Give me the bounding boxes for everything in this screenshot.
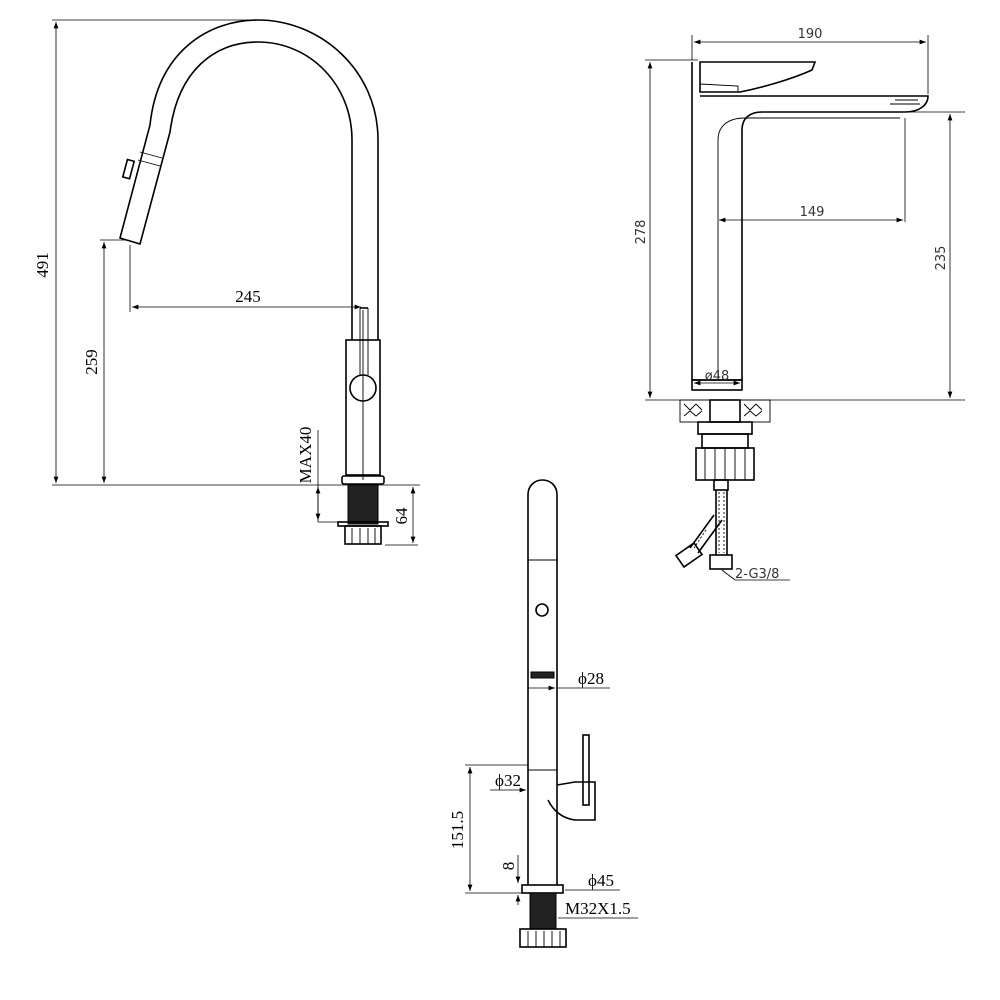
- gooseneck-inner: [169, 41, 353, 340]
- dim-shank: 64: [392, 507, 411, 525]
- dim-max-deck: MAX40: [296, 427, 315, 484]
- dim-total-height: 491: [33, 252, 52, 278]
- spray-head: [119, 124, 171, 246]
- dim-body-diameter: ø48: [705, 369, 730, 384]
- dim-base-gap: 8: [499, 862, 518, 871]
- mixer-handle: [699, 61, 817, 93]
- dim-spout-height: 259: [82, 349, 101, 375]
- thread-shank: [529, 892, 557, 930]
- lever: [582, 734, 590, 806]
- spout-column: [527, 479, 558, 885]
- gasket-right: [739, 399, 771, 423]
- basin-mixer-view: 2-G3/8 190 278 235 149 ø48: [634, 27, 965, 582]
- gooseneck-outer: [149, 19, 379, 340]
- mounting-nut: [344, 525, 382, 545]
- gasket-left: [679, 399, 711, 423]
- front-view-faucet: ϕ28 ϕ32 151.5 8 ϕ45 M32X1.5: [448, 479, 638, 948]
- handle-knob: [349, 374, 377, 402]
- mounting-nut: [519, 928, 567, 948]
- spray-button: [535, 603, 549, 617]
- handle-body: [547, 781, 596, 821]
- dim-reach: 149: [800, 205, 825, 220]
- mixer-body: [691, 62, 929, 381]
- dim-total-height: 278: [634, 220, 649, 245]
- dim-spout-diameter: ϕ28: [578, 669, 604, 688]
- dim-width: 190: [798, 27, 823, 42]
- dim-spout-height: 235: [934, 246, 949, 271]
- dim-thread: M32X1.5: [565, 899, 631, 918]
- shank-thread: [347, 483, 379, 525]
- hose-connector: [709, 554, 733, 570]
- hose-thread-label: 2-G3/8: [735, 567, 779, 582]
- spray-button: [121, 158, 136, 180]
- hose-right: [715, 490, 728, 555]
- dim-base-diameter: ϕ45: [588, 871, 614, 890]
- dim-reach: 245: [235, 287, 261, 306]
- dim-handle-height: 151.5: [448, 811, 467, 849]
- dim-body-diameter: ϕ32: [495, 771, 521, 790]
- spray-ring: [530, 671, 555, 679]
- side-view-faucet: 491 259 245 MAX40 64: [33, 19, 420, 546]
